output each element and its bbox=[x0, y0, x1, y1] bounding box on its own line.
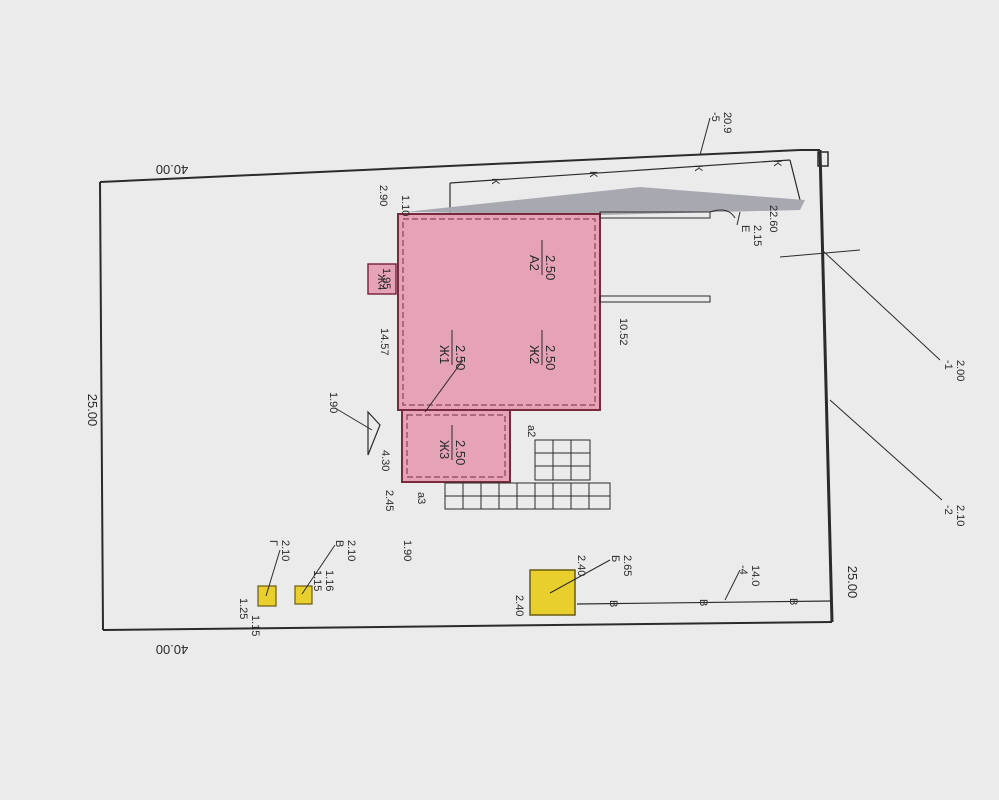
plot-side-bottom: 40.00 bbox=[156, 642, 189, 657]
fence-east-2-length: 2.10 bbox=[954, 505, 966, 526]
outbuilding-g-letter: Г bbox=[267, 540, 279, 546]
outbuilding-g-height: 2.10 bbox=[279, 540, 291, 561]
outbuilding-v bbox=[294, 585, 313, 605]
dim-top: 2.90 bbox=[377, 185, 389, 206]
room-label-2: Ж2 2.50 bbox=[527, 330, 558, 370]
shed-b bbox=[529, 569, 576, 616]
fence-mark-k-4: К bbox=[771, 160, 783, 167]
fence-mark-k-2: К bbox=[587, 171, 599, 178]
porch-label: 1.90 bbox=[327, 392, 339, 413]
stairs-group bbox=[444, 439, 611, 510]
fence-south-number: -4 bbox=[737, 565, 749, 575]
svg-text:Ж2: Ж2 bbox=[527, 345, 542, 364]
fence-east-1-length: 2.00 bbox=[954, 360, 966, 381]
shed-b-height: 2.65 bbox=[621, 555, 633, 576]
gate-post bbox=[817, 151, 829, 167]
outbuilding-g-dim-a: 1.25 bbox=[237, 598, 249, 619]
dim-porch-a: 4.30 bbox=[379, 450, 391, 471]
plot-side-top: 40.00 bbox=[156, 162, 189, 177]
fence-mark-v-1: В bbox=[607, 600, 619, 607]
fence-mark-k-1: К bbox=[489, 178, 501, 185]
outbuilding-g bbox=[257, 585, 277, 607]
fence-north-number: -5 bbox=[709, 112, 721, 122]
svg-text:Ж1: Ж1 bbox=[437, 345, 452, 364]
fence-east-2-number: -2 bbox=[942, 505, 954, 515]
roof-shadow bbox=[405, 187, 805, 215]
dim-porch-d: 1.95 bbox=[380, 268, 392, 289]
fence-east-1-number: -1 bbox=[942, 360, 954, 370]
svg-text:2.50: 2.50 bbox=[453, 440, 468, 465]
outbuilding-v-height: 2.10 bbox=[345, 540, 357, 561]
plot-side-left: 25.00 bbox=[85, 394, 100, 427]
wall-lines bbox=[599, 209, 736, 303]
room-label-1: Ж1 2.50 bbox=[437, 330, 468, 370]
plot-outline bbox=[99, 149, 834, 631]
dim-top-small: 1.10 bbox=[399, 195, 411, 216]
fence-mark-v-3: В bbox=[787, 598, 799, 605]
small-annex bbox=[367, 263, 397, 295]
outbuilding-g-dim-b: 1.15 bbox=[249, 615, 261, 636]
main-building-inner bbox=[402, 218, 596, 406]
fence-north: К К К К bbox=[449, 159, 801, 213]
main-building bbox=[397, 213, 601, 411]
porch-wedge bbox=[367, 410, 381, 456]
small-annex-label: Ж4 bbox=[375, 274, 387, 290]
stair-label-2: а3 bbox=[415, 492, 427, 504]
annex-label: Ж3 2.50 bbox=[437, 425, 468, 465]
shed-b-depth: 2.40 bbox=[513, 595, 525, 616]
dim-side-a: 14.57 bbox=[378, 328, 390, 356]
fence-south-length: 14.0 bbox=[749, 565, 761, 586]
annex-building bbox=[401, 409, 511, 483]
outbuilding-v-letter: В bbox=[333, 540, 345, 547]
svg-text:2.50: 2.50 bbox=[543, 255, 558, 280]
svg-text:2.50: 2.50 bbox=[543, 345, 558, 370]
e-label-letter: Е bbox=[739, 225, 751, 232]
outbuilding-v-dim-a: 1.15 bbox=[311, 570, 323, 591]
svg-text:2.50: 2.50 bbox=[453, 345, 468, 370]
fence-mark-v-2: В bbox=[697, 599, 709, 606]
room-label-3: А2 2.50 bbox=[527, 240, 558, 280]
shed-b-letter: Б bbox=[609, 555, 621, 562]
shed-b-width: 2.40 bbox=[575, 555, 587, 576]
plot-side-right: 25.00 bbox=[845, 566, 860, 599]
svg-text:Ж3: Ж3 bbox=[437, 440, 452, 459]
dim-porch-c: 1.90 bbox=[401, 540, 413, 561]
fence-mark-k-3: К bbox=[692, 165, 704, 172]
dim-side-b: 10.52 bbox=[617, 318, 629, 346]
fence-north-length: 20.9 bbox=[721, 112, 733, 133]
svg-text:А2: А2 bbox=[527, 255, 542, 271]
e-label-length: 22.60 bbox=[767, 205, 779, 233]
e-label-height: 2.15 bbox=[751, 225, 763, 246]
annex-inner bbox=[406, 414, 506, 478]
outbuilding-v-dim-b: 1.16 bbox=[323, 570, 335, 591]
dim-porch-b: 2.45 bbox=[383, 490, 395, 511]
stair-label: а2 bbox=[525, 425, 537, 437]
